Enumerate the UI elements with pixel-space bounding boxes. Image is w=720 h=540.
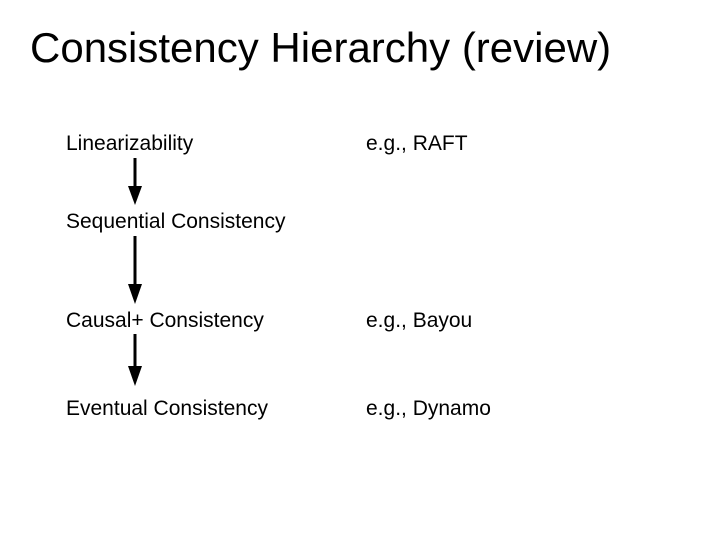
example-bayou: e.g., Bayou: [366, 309, 473, 332]
level-sequential-consistency: Sequential Consistency: [66, 210, 286, 233]
slide-title: Consistency Hierarchy (review): [30, 24, 612, 71]
example-raft: e.g., RAFT: [366, 132, 468, 155]
level-eventual-consistency: Eventual Consistency: [66, 397, 268, 420]
example-dynamo: e.g., Dynamo: [366, 397, 491, 420]
level-linearizability: Linearizability: [66, 132, 194, 155]
down-arrow-icon: [128, 334, 142, 386]
down-arrow-icon: [128, 236, 142, 304]
level-causal-plus-consistency: Causal+ Consistency: [66, 309, 264, 332]
down-arrow-icon: [128, 158, 142, 205]
